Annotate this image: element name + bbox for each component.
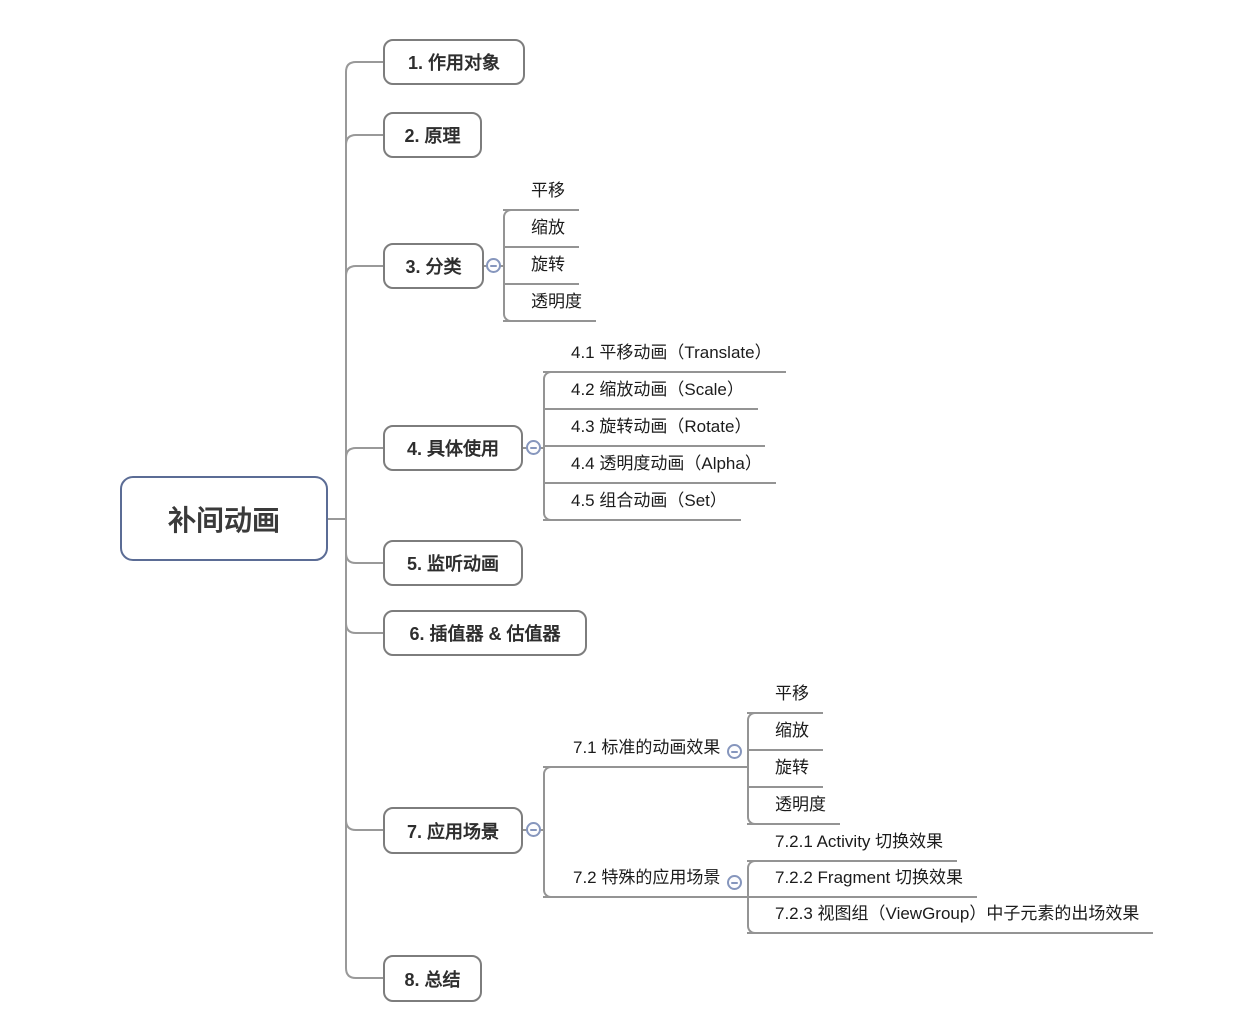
subtopic-4-1[interactable]: 4.1 平移动画（Translate） bbox=[543, 336, 786, 373]
subtopic-7-2-2[interactable]: 7.2.2 Fragment 切换效果 bbox=[747, 861, 978, 898]
collapse-button-7-2[interactable] bbox=[727, 875, 742, 890]
topic-6[interactable]: 6. 插值器 & 估值器 bbox=[383, 610, 587, 656]
subtopic-3-4[interactable]: 透明度 bbox=[503, 285, 596, 322]
minus-icon bbox=[530, 446, 537, 449]
collapse-button-4[interactable] bbox=[526, 440, 541, 455]
topic-8[interactable]: 8. 总结 bbox=[383, 955, 482, 1002]
subtopic-7-1-1[interactable]: 平移 bbox=[747, 677, 823, 714]
subtopic-7-2-3[interactable]: 7.2.3 视图组（ViewGroup）中子元素的出场效果 bbox=[747, 897, 1154, 934]
topic-root[interactable]: 补间动画 bbox=[120, 476, 328, 561]
subtopic-4-3[interactable]: 4.3 旋转动画（Rotate） bbox=[543, 410, 766, 447]
topic-3[interactable]: 3. 分类 bbox=[383, 243, 484, 289]
subtopic-7-1-2[interactable]: 缩放 bbox=[747, 714, 823, 751]
topic-2[interactable]: 2. 原理 bbox=[383, 112, 482, 158]
collapse-button-7-1[interactable] bbox=[727, 744, 742, 759]
minus-icon bbox=[731, 881, 738, 884]
topic-1[interactable]: 1. 作用对象 bbox=[383, 39, 525, 85]
topic-7[interactable]: 7. 应用场景 bbox=[383, 807, 523, 854]
topic-5[interactable]: 5. 监听动画 bbox=[383, 540, 523, 586]
subtopic-7-2-1[interactable]: 7.2.1 Activity 切换效果 bbox=[747, 825, 958, 862]
minus-icon bbox=[530, 828, 537, 831]
subtopic-7-2[interactable]: 7.2 特殊的应用场景 bbox=[543, 861, 747, 898]
subtopic-4-5[interactable]: 4.5 组合动画（Set） bbox=[543, 484, 741, 521]
collapse-button-3[interactable] bbox=[486, 258, 501, 273]
topic-4[interactable]: 4. 具体使用 bbox=[383, 425, 523, 471]
minus-icon bbox=[731, 750, 738, 753]
subtopic-7-1-4[interactable]: 透明度 bbox=[747, 788, 840, 825]
subtopic-7-1[interactable]: 7.1 标准的动画效果 bbox=[543, 731, 747, 768]
subtopic-3-2[interactable]: 缩放 bbox=[503, 211, 579, 248]
subtopic-7-1-3[interactable]: 旋转 bbox=[747, 751, 823, 788]
subtopic-3-3[interactable]: 旋转 bbox=[503, 248, 579, 285]
subtopic-3-1[interactable]: 平移 bbox=[503, 174, 579, 211]
subtopic-4-2[interactable]: 4.2 缩放动画（Scale） bbox=[543, 373, 758, 410]
minus-icon bbox=[490, 264, 497, 267]
collapse-button-7[interactable] bbox=[526, 822, 541, 837]
subtopic-4-4[interactable]: 4.4 透明度动画（Alpha） bbox=[543, 447, 776, 484]
